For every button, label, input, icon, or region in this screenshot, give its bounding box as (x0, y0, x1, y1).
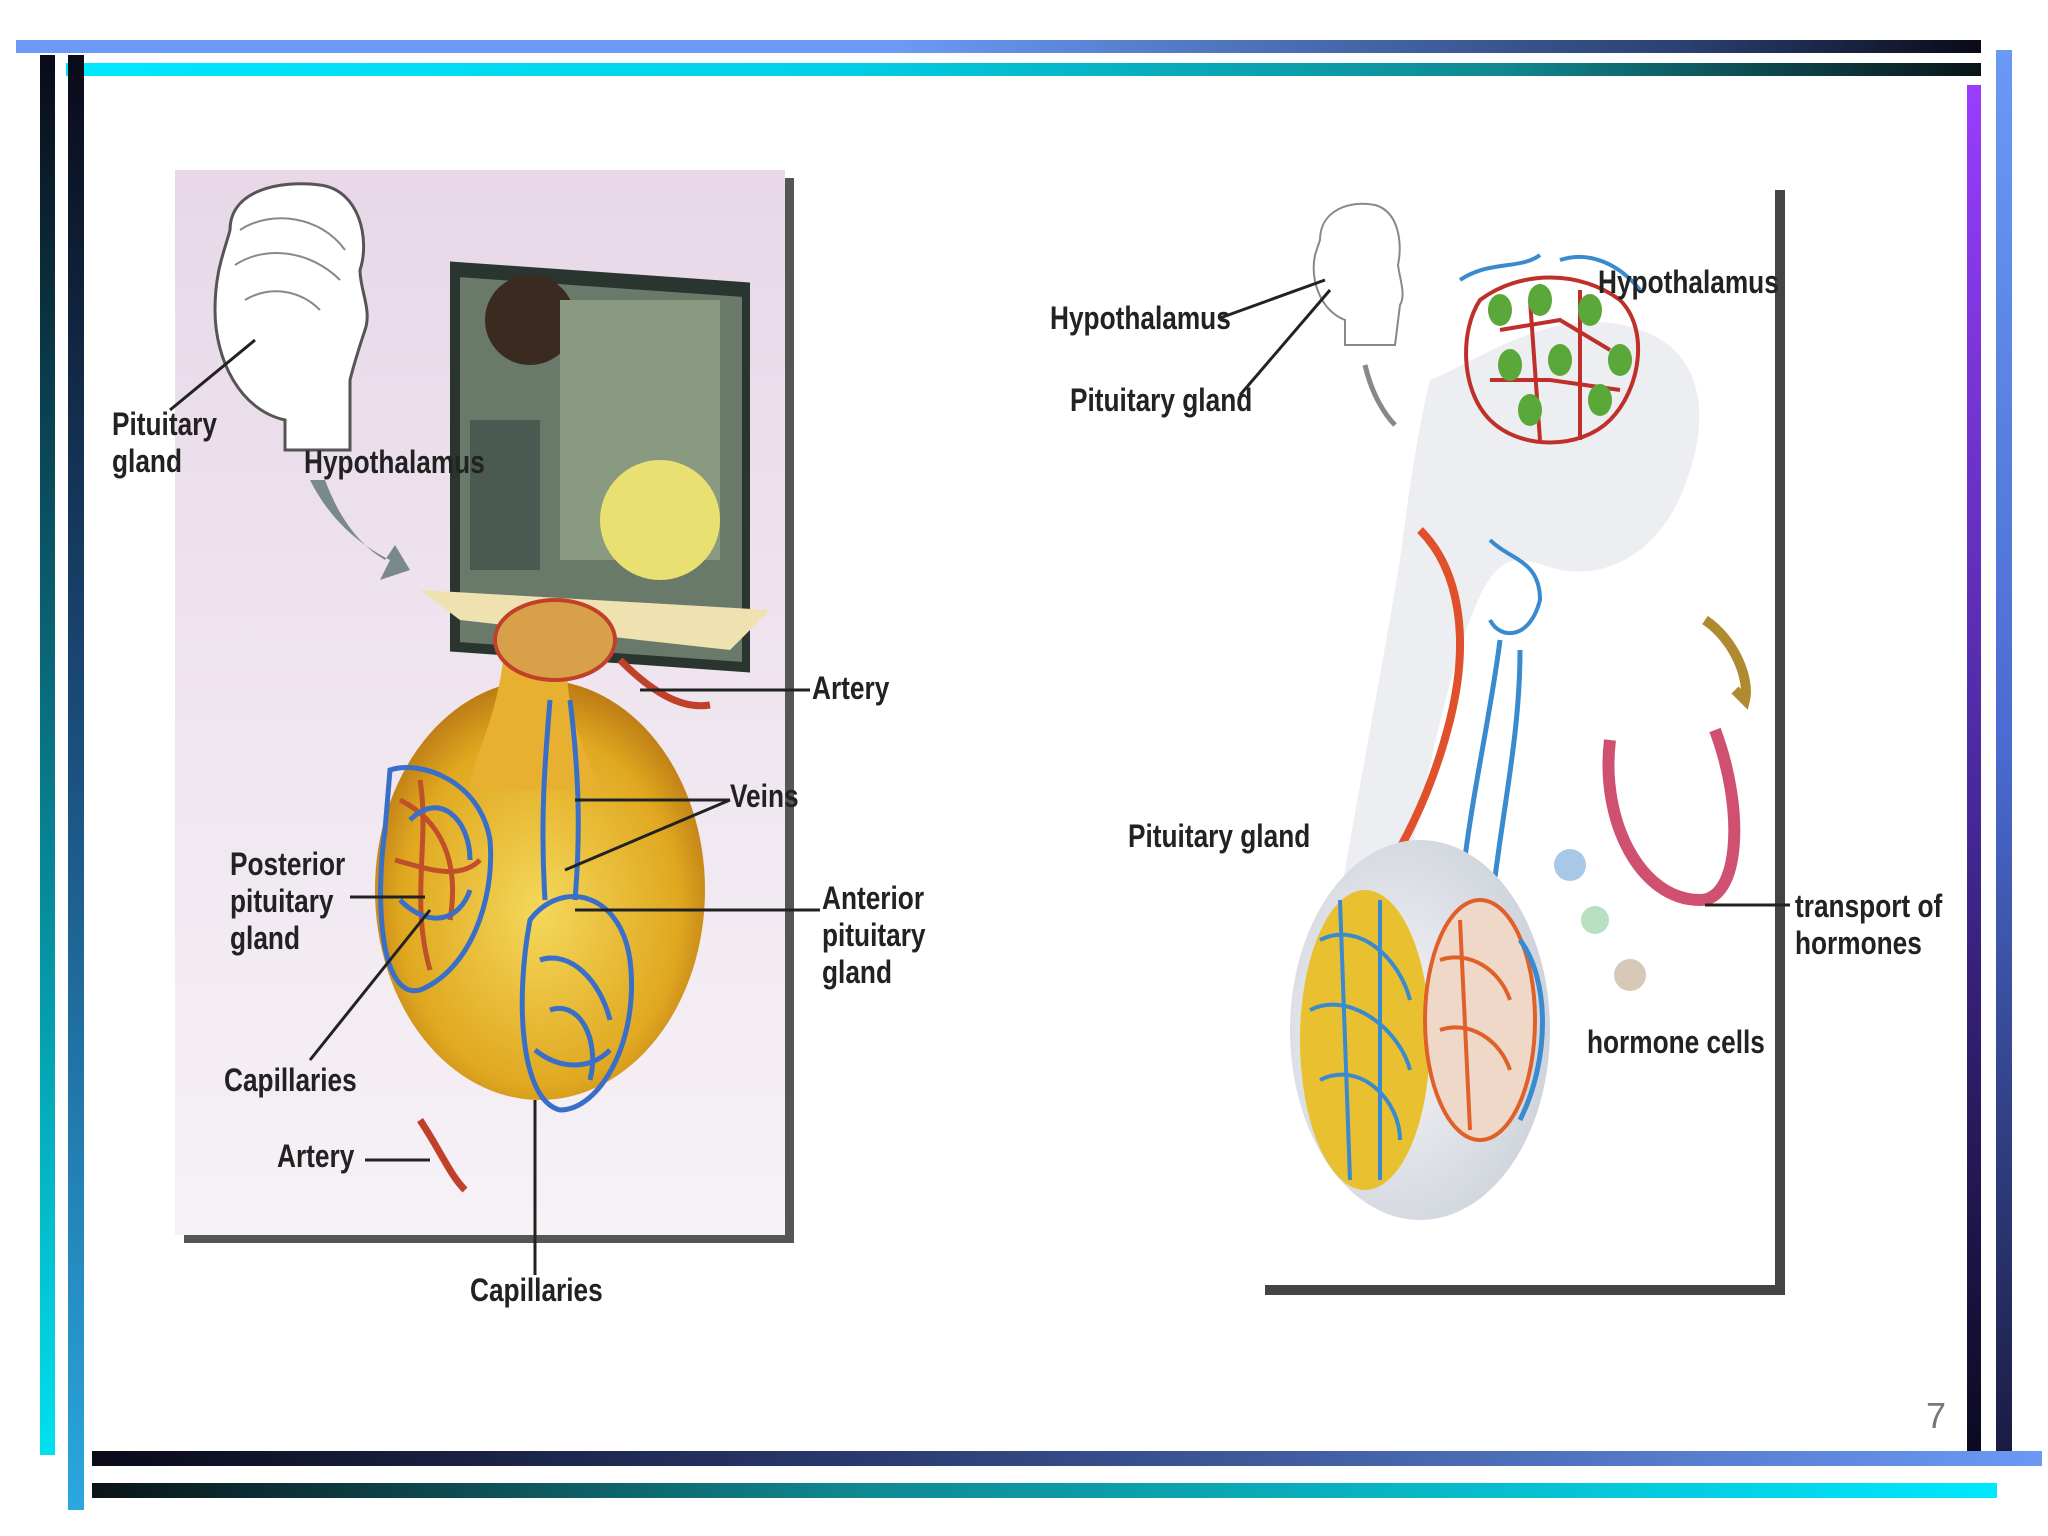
left-head-icon (213, 182, 369, 452)
frame-top-bar-inner (66, 63, 1981, 76)
label-hypothalamus-right: Hypothalamus (1598, 264, 1779, 300)
hypothalamus-blue-vessels (1458, 253, 1642, 636)
right-anterior-lobe (1423, 898, 1537, 1142)
posterior-lobe-vessels (378, 765, 494, 994)
label-pituitary-gland-mid: Pituitary gland (1128, 818, 1311, 854)
right-head-icon (1312, 202, 1404, 346)
left-flow-arrow (310, 480, 410, 580)
label-hormone-cells: hormone cells (1587, 1024, 1765, 1060)
lab-photo (450, 261, 750, 673)
hypothalamus-cells (1488, 284, 1632, 426)
label-capillaries-bottom: Capillaries (470, 1272, 603, 1308)
left-label-pointers (308, 688, 820, 1275)
label-artery-top: Artery (812, 670, 890, 706)
label-pituitary-gland: Pituitary gland (112, 406, 217, 479)
label-artery-bottom: Artery (277, 1138, 355, 1174)
right-diagram-group (1219, 180, 1790, 1295)
label-transport-of-hormones: transport of hormones (1795, 888, 1943, 961)
frame-left-bar-inner (68, 55, 84, 1510)
right-flow-arrow (1362, 364, 1397, 427)
hypothalamus-neurons (1464, 275, 1641, 445)
label-anterior-pituitary-gland: Anterior pituitary gland (822, 880, 926, 990)
label-veins: Veins (730, 778, 799, 814)
right-posterior-lobe (1300, 890, 1430, 1190)
slide-page-number: 7 (1925, 1395, 1946, 1436)
label-pituitary-gland-top: Pituitary gland (1070, 382, 1253, 418)
frame-bottom-bar-inner (92, 1483, 1997, 1498)
label-hypothalamus: Hypothalamus (304, 444, 485, 480)
label-posterior-pituitary-gland: Posterior pituitary gland (230, 846, 346, 956)
transport-vessel-arc (1602, 727, 1741, 907)
left-artery-vessel (417, 657, 711, 1193)
left-diagram-group (169, 170, 820, 1275)
label-hypothalamus-left: Hypothalamus (1050, 300, 1231, 336)
right-anterior-vessels (1439, 919, 1512, 1131)
right-top-pointers (1219, 278, 1332, 396)
left-pituitary-pointer (169, 338, 256, 412)
right-curved-arrow (1702, 615, 1751, 710)
left-top-capillary-bed (493, 598, 617, 682)
frame-right-bar-outer (1996, 50, 2012, 1460)
frame-bottom-bar-outer (92, 1451, 2042, 1466)
right-hypothalamus-tissue (1340, 321, 1700, 900)
anterior-lobe-vessels (519, 699, 634, 1113)
frame-top-bar-outer (16, 40, 1981, 53)
frame-right-bar-inner (1967, 85, 1981, 1455)
right-anterior-blue-vessels (1517, 938, 1545, 1122)
frame-left-bar-outer (40, 55, 55, 1455)
right-posterior-vessels (1309, 899, 1412, 1181)
left-gland-stalk (470, 640, 600, 790)
hormone-cell-icons (1554, 849, 1646, 991)
label-capillaries-left: Capillaries (224, 1062, 357, 1098)
